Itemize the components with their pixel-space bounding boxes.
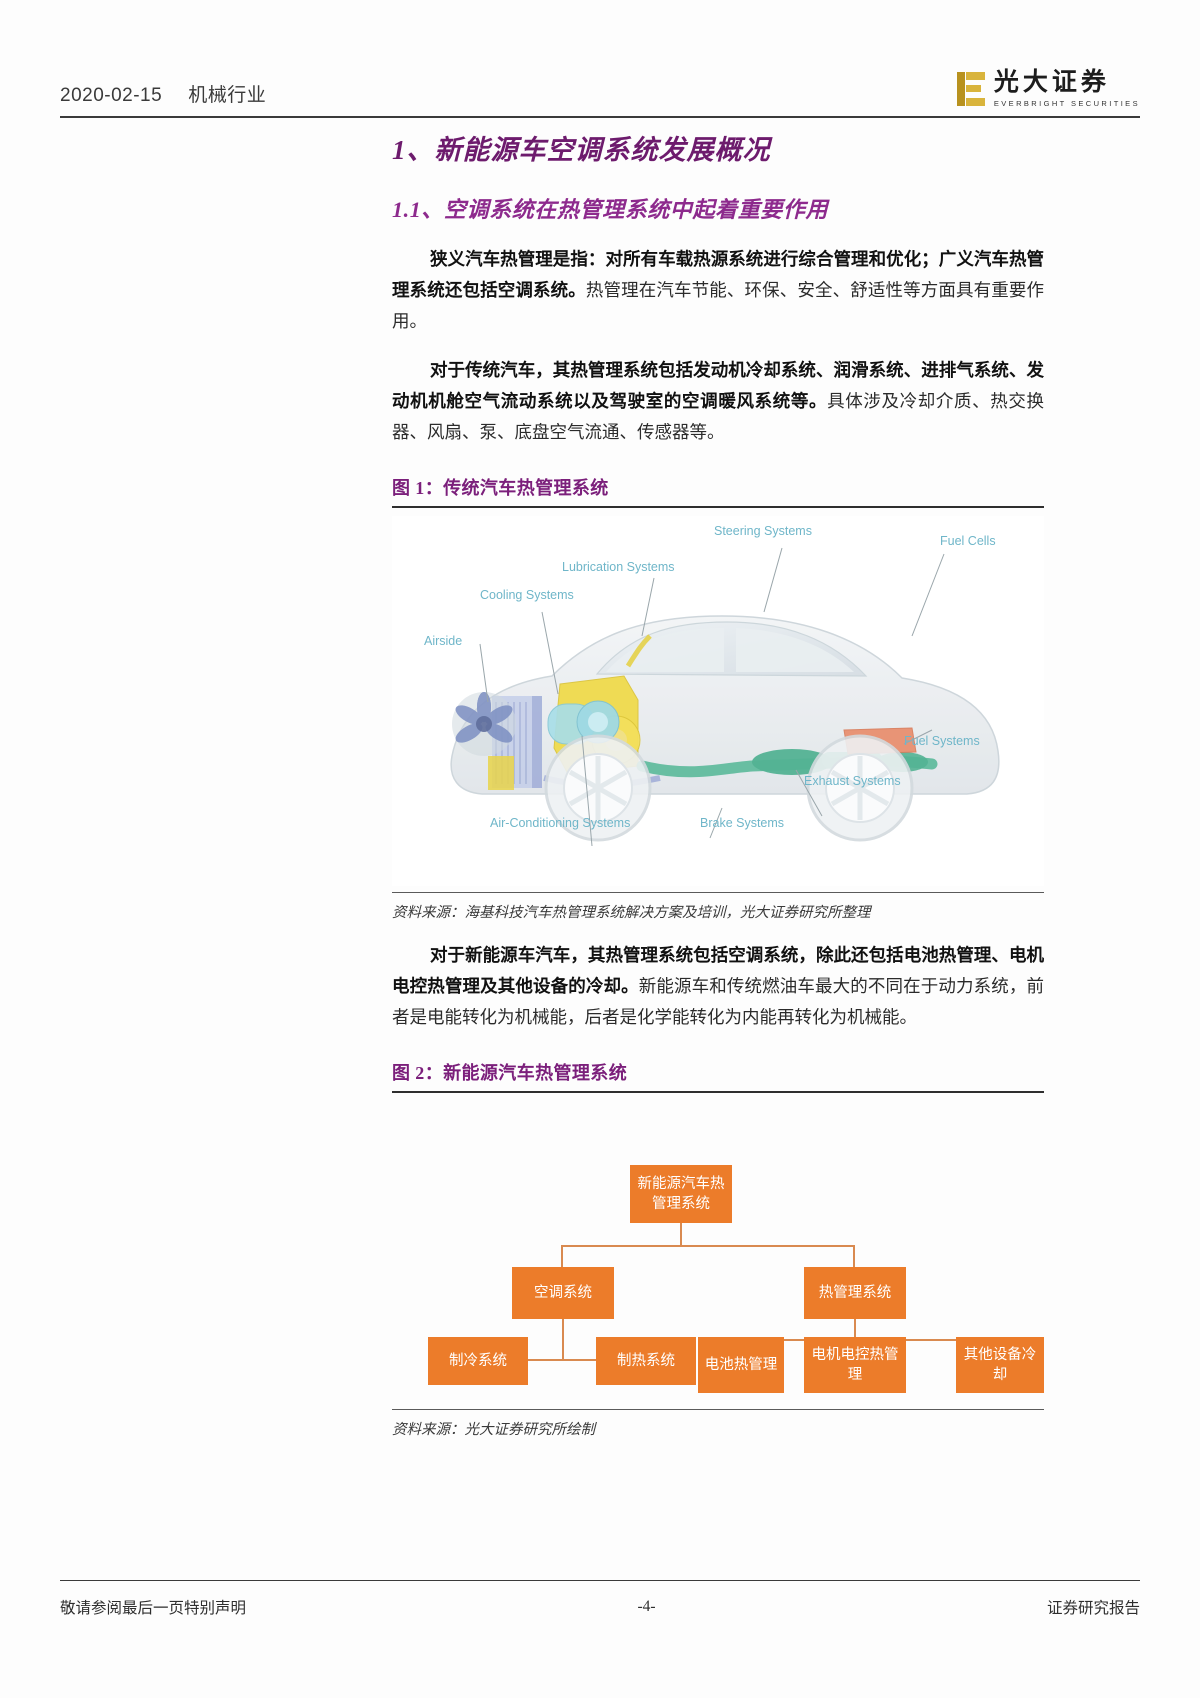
label-lubrication-systems: Lubrication Systems — [562, 559, 675, 574]
paragraph-2: 对于传统汽车，其热管理系统包括发动机冷却系统、润滑系统、进排气系统、发动机机舱空… — [392, 355, 1044, 448]
connector-ac-bus — [478, 1358, 648, 1361]
leader-lines — [479, 547, 945, 846]
connector-level1-bus — [561, 1244, 855, 1247]
flow-node-other-cooling: 其他设备冷却 — [956, 1336, 1044, 1393]
flow-node-heating-system: 制热系统 — [596, 1336, 696, 1385]
paragraph-3: 对于新能源车汽车，其热管理系统包括空调系统，除此还包括电池热管理、电机电控热管理… — [392, 940, 1044, 1033]
paragraph-3-bold: 对于新能源车汽车，其热管理系统包括空调系统，除此还包括电池热管理、电机电控热管理… — [392, 944, 1044, 996]
report-industry: 机械行业 — [188, 85, 267, 106]
label-steering-systems: Steering Systems — [714, 523, 812, 538]
page-header: 2020-02-15 机械行业 光大证券 EVERBRIGHT SECURITIE… — [60, 70, 1140, 118]
section-heading: 1、新能源车空调系统发展概况 — [392, 135, 771, 165]
connector-root-stem — [680, 1222, 682, 1245]
figure-1-caption-divider — [392, 505, 1044, 508]
header-divider — [60, 116, 1140, 118]
figure-2-caption: 图 2：新能源汽车热管理系统 — [392, 1062, 628, 1083]
flow-node-motor-thermal: 电机电控热管理 — [804, 1336, 906, 1393]
footer-page-number: -4- — [637, 1598, 656, 1615]
figure-1-caption: 图 1：传统汽车热管理系统 — [392, 477, 609, 498]
logo-chinese-name: 光大证券 — [993, 69, 1110, 97]
paragraph-1-rest: 热管理在汽车节能、环保、安全、舒适性等方面具有重要作用。 — [392, 279, 1044, 331]
figure-1-source-divider — [392, 891, 1044, 893]
header-meta: 2020-02-15 机械行业 — [60, 80, 266, 107]
paragraph-1: 狭义汽车热管理是指：对所有车载热源系统进行综合管理和优化；广义汽车热管理系统还包… — [392, 244, 1044, 337]
paragraph-3-rest: 新能源车和传统燃油车最大的不同在于动力系统，前者是电能转化为机械能，后者是化学能… — [392, 975, 1044, 1027]
footer-report-type: 证券研究报告 — [1046, 1600, 1140, 1617]
figure-1-source: 资料来源：海基科技汽车热管理系统解决方案及培训，光大证券研究所整理 — [392, 904, 871, 921]
flow-node-cooling-system: 制冷系统 — [428, 1336, 528, 1385]
figure-2-flowchart: 新能源汽车热管理系统 空调系统 热管理系统 制冷系统 制热系统 电池热管理 — [392, 1103, 1044, 1403]
ac-compressor — [547, 700, 620, 744]
report-date: 2020-02-15 — [60, 85, 163, 106]
label-air-conditioning-systems: Air-Conditioning Systems — [490, 815, 631, 830]
label-fuel-cells: Fuel Cells — [940, 533, 996, 548]
content-column: 1、新能源车空调系统发展概况 1.1、空调系统在热管理系统中起着重要作用 狭义汽… — [392, 130, 1044, 1439]
paragraph-2-rest: 具体涉及冷却介质、热交换器、风扇、泵、底盘空气流通、传感器等。 — [392, 390, 1045, 442]
figure-2-caption-divider — [392, 1090, 1044, 1093]
paragraph-2-bold: 对于传统汽车，其热管理系统包括发动机冷却系统、润滑系统、进排气系统、发动机机舱空… — [392, 359, 1044, 411]
car-wheel-front — [544, 734, 652, 841]
connector-level1-right-drop — [853, 1244, 855, 1267]
car-thermal-diagram-svg — [450, 547, 1000, 846]
flow-node-battery-thermal: 电池热管理 — [698, 1336, 784, 1393]
flow-node-thermal-system: 热管理系统 — [804, 1266, 906, 1319]
connector-thermal-stem — [854, 1318, 856, 1341]
logo-mark-icon — [956, 72, 985, 106]
cooling-fan — [452, 691, 516, 756]
paragraph-1-bold: 狭义汽车热管理是指：对所有车载热源系统进行综合管理和优化；广义汽车热管理系统还包… — [392, 248, 1044, 300]
figure-2-source: 资料来源：光大证券研究所绘制 — [392, 1421, 595, 1438]
figure-2-source-divider — [392, 1408, 1044, 1410]
label-airside: Airside — [424, 633, 463, 648]
label-brake-systems: Brake Systems — [700, 815, 785, 830]
label-cooling-systems: Cooling Systems — [480, 587, 574, 602]
connector-level1-left-drop — [561, 1244, 563, 1267]
subsection-heading: 1.1、空调系统在热管理系统中起着重要作用 — [392, 196, 829, 222]
logo-english-name: EVERBRIGHT SECURITIES — [993, 98, 1140, 108]
page-footer: 敬请参阅最后一页特别声明 -4- 证券研究报告 — [60, 1592, 1140, 1622]
label-fuel-systems: Fuel Systems — [904, 733, 980, 748]
car-wheel-rear — [806, 734, 914, 841]
everbright-logo: 光大证券 EVERBRIGHT SECURITIES — [956, 64, 1140, 114]
flow-node-ac-system: 空调系统 — [512, 1266, 614, 1319]
logo-text: 光大证券 EVERBRIGHT SECURITIES — [993, 69, 1140, 108]
label-exhaust-systems: Exhaust Systems — [804, 773, 901, 788]
footer-divider — [60, 1580, 1140, 1581]
footer-disclaimer: 敬请参阅最后一页特别声明 — [60, 1600, 247, 1617]
connector-ac-drop — [562, 1318, 564, 1361]
figure-1-illustration: Steering Systems Fuel Cells Lubrication … — [392, 515, 1044, 886]
flow-node-root: 新能源汽车热管理系统 — [630, 1164, 732, 1223]
